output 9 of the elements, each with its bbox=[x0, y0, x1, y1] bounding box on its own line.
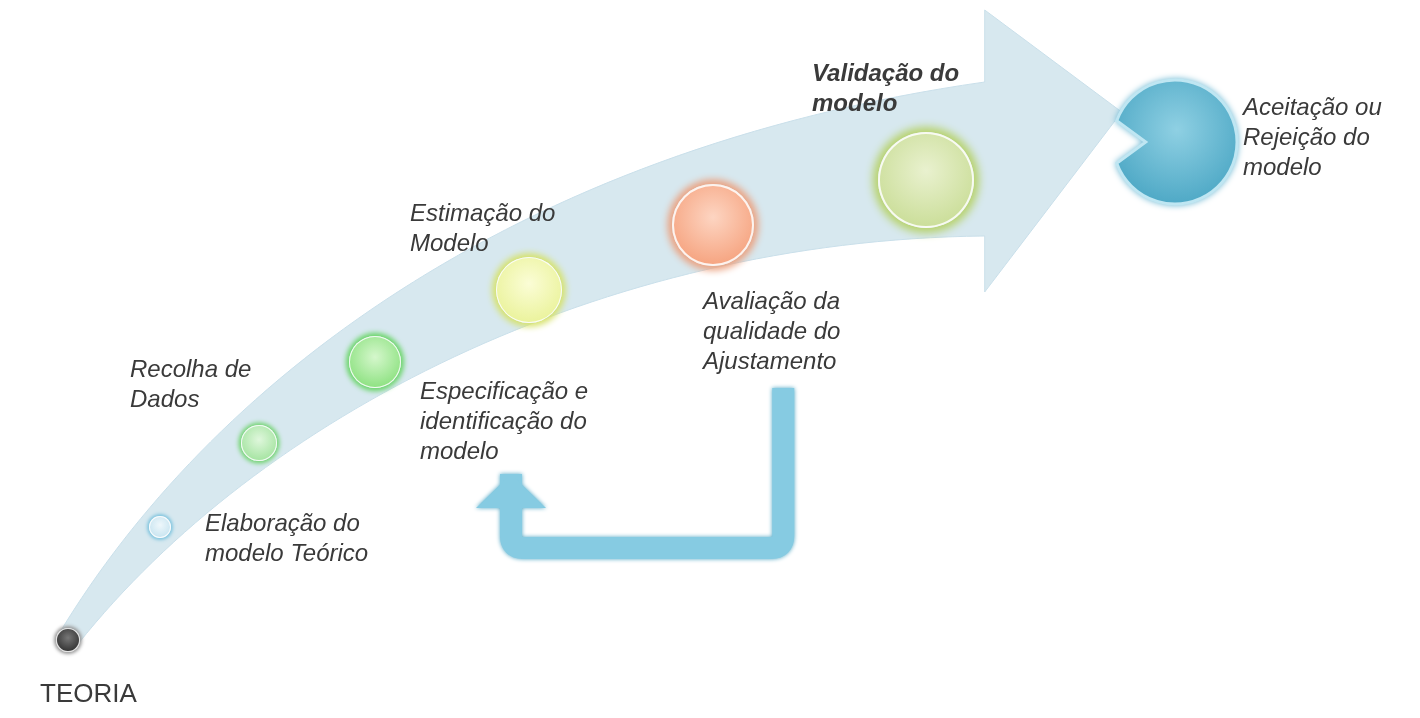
step-label: Avaliação da qualidade do Ajustamento bbox=[703, 286, 842, 376]
feedback-arrow bbox=[476, 388, 795, 559]
step-label: Especificação e identificação do modelo bbox=[420, 376, 590, 466]
step-label: Elaboração do modelo Teórico bbox=[205, 508, 370, 568]
step-label: Aceitação ou Rejeição do modelo bbox=[1243, 92, 1383, 182]
step-label: Recolha de Dados bbox=[130, 354, 253, 414]
step-label: TEORIA bbox=[40, 678, 138, 708]
step-label: Validação do modelo bbox=[812, 58, 961, 118]
step-label: Estimação do Modelo bbox=[410, 198, 557, 258]
